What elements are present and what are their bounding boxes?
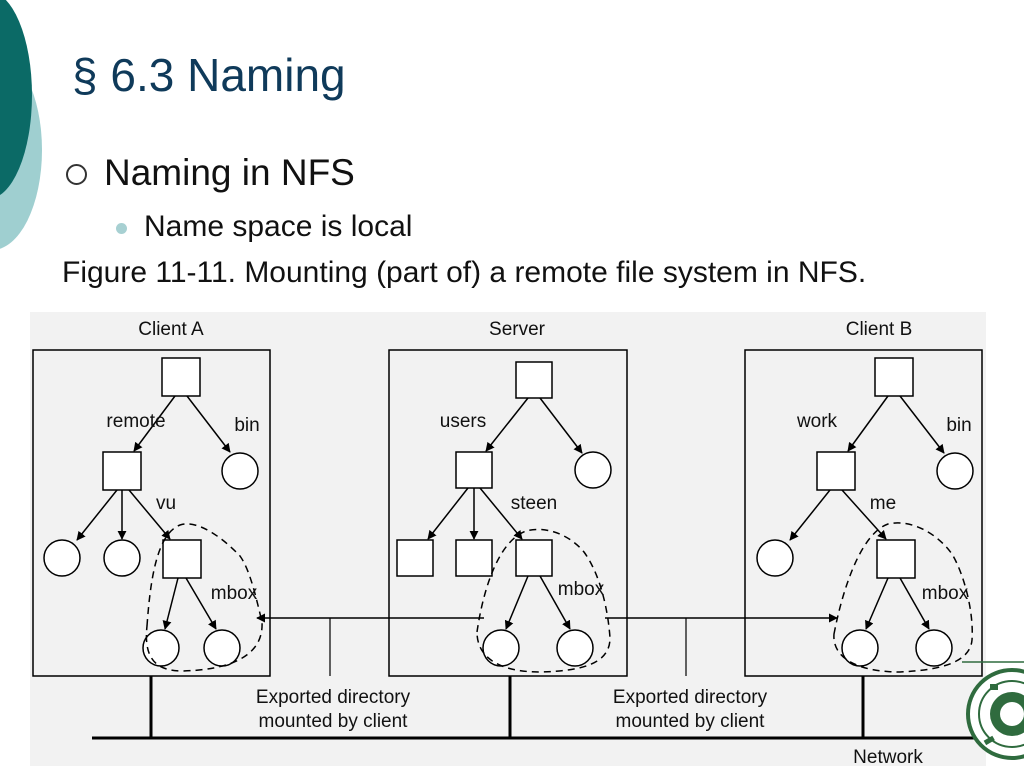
client-a-root-dir bbox=[161, 357, 201, 397]
server-root-dir bbox=[515, 361, 553, 399]
server-steen-dir bbox=[515, 539, 553, 577]
client-b-me-label: me bbox=[870, 493, 896, 514]
server-export-outline bbox=[476, 528, 611, 673]
server-dir bbox=[455, 539, 493, 577]
client-b-label: Client B bbox=[846, 319, 913, 340]
client-a-bin-file bbox=[221, 452, 259, 490]
client-b-bin-file bbox=[936, 452, 974, 490]
client-a-mbox-label: mbox bbox=[211, 583, 258, 604]
client-a-remote-dir bbox=[102, 451, 142, 491]
client-b-mbox-file bbox=[915, 629, 953, 667]
server-users-label: users bbox=[440, 411, 486, 432]
client-b-file bbox=[756, 539, 794, 577]
client-b-mbox-file bbox=[841, 629, 879, 667]
exported-label-a-line1: Exported directory bbox=[256, 687, 411, 708]
figure-caption: Figure 11-11. Mounting (part of) a remot… bbox=[62, 256, 867, 289]
client-a-label: Client A bbox=[138, 319, 204, 340]
client-a-bin-label: bin bbox=[234, 415, 259, 436]
client-a-remote-label: remote bbox=[106, 411, 165, 432]
slide-title-text: 6.3 Naming bbox=[110, 49, 346, 101]
university-seal-icon bbox=[962, 661, 1024, 760]
server-mbox-file bbox=[556, 629, 594, 667]
client-b-root-dir bbox=[874, 357, 914, 397]
server-users-dir bbox=[455, 451, 493, 489]
exported-label-b-line1: Exported directory bbox=[613, 687, 768, 708]
client-b-tree-edges bbox=[789, 395, 945, 630]
server-box bbox=[388, 349, 628, 677]
exported-label-b-line2: mounted by client bbox=[616, 711, 766, 732]
server-mbox-label: mbox bbox=[558, 579, 605, 600]
server-steen-label: steen bbox=[511, 493, 557, 514]
client-a-tree-edges bbox=[76, 395, 231, 630]
client-b-me-dir bbox=[876, 539, 916, 579]
client-a-mbox-file bbox=[142, 629, 180, 667]
bullet-level2-text: Name space is local bbox=[144, 210, 413, 243]
client-a-file bbox=[103, 539, 141, 577]
server-label: Server bbox=[489, 319, 546, 340]
exported-label-a-line2: mounted by client bbox=[259, 711, 409, 732]
client-b-mbox-label: mbox bbox=[922, 583, 969, 604]
client-b-work-dir bbox=[816, 451, 856, 491]
server-dir bbox=[396, 539, 434, 577]
slide-decoration bbox=[0, 0, 42, 249]
client-a-mbox-file bbox=[203, 629, 241, 667]
section-symbol: § bbox=[72, 49, 98, 101]
dot-bullet-icon bbox=[116, 222, 127, 234]
client-b-bin-label: bin bbox=[946, 415, 971, 436]
client-a-vu-label: vu bbox=[156, 493, 176, 514]
client-a-vu-dir bbox=[162, 539, 202, 579]
client-b-work-label: work bbox=[796, 411, 838, 432]
bullet-level2: Name space is local bbox=[116, 210, 412, 244]
network-label: Network bbox=[853, 747, 923, 766]
client-b-mount-outline bbox=[833, 522, 973, 673]
hollow-bullet-icon bbox=[66, 163, 87, 185]
server-file bbox=[574, 451, 612, 489]
client-a-file bbox=[43, 539, 81, 577]
slide-title: § 6.3 Naming bbox=[72, 48, 346, 102]
server-mbox-file bbox=[482, 629, 520, 667]
bullet-level1-text: Naming in NFS bbox=[104, 152, 355, 193]
server-tree-edges bbox=[427, 397, 583, 630]
bullet-level1: Naming in NFS bbox=[66, 152, 355, 194]
nfs-mount-diagram: Client A remote bin vu mbox Server users… bbox=[30, 312, 986, 766]
